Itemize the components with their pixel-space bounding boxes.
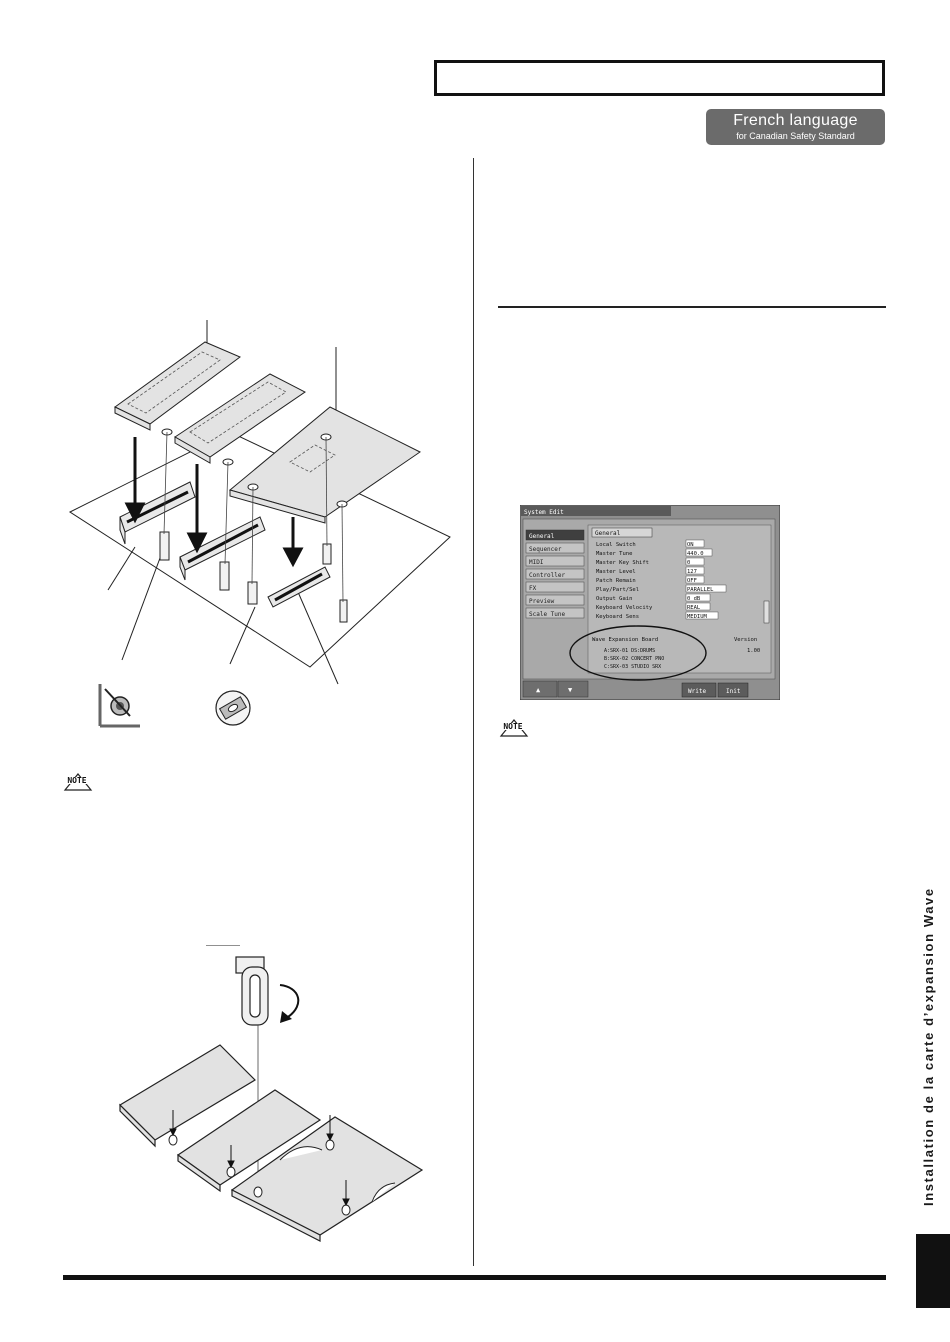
board-slot: B:SRX-02 CONCERT PNO: [604, 656, 664, 662]
svg-text:NOTE: NOTE: [67, 776, 86, 785]
screen-menu: General Sequencer MIDI Controller FX Pre…: [525, 529, 585, 619]
menu-label: MIDI: [529, 559, 544, 566]
version-value: 1.00: [747, 648, 760, 654]
param-value: 0: [687, 560, 690, 566]
param-field[interactable]: [685, 566, 705, 575]
param-value: 440.0: [687, 551, 704, 557]
tab-up-button[interactable]: [522, 680, 558, 698]
param-list: Local Switch ON Master Tune 440.0 Master…: [596, 539, 727, 620]
button-label: Init: [726, 688, 741, 695]
side-tab-text: Installation de la carte d’expansion Wav…: [921, 887, 936, 1206]
param-field[interactable]: [685, 539, 705, 548]
version-label: Version: [734, 637, 757, 643]
menu-label: Scale Tune: [529, 611, 566, 618]
menu-item-general[interactable]: [525, 529, 585, 541]
board-holder-figure: [119, 945, 424, 1242]
board-installation-figure: [68, 320, 451, 728]
button-label: ▼: [568, 686, 573, 694]
system-edit-screen: System Edit General Sequencer MIDI Contr…: [520, 505, 780, 700]
param-value: REAL: [687, 605, 701, 611]
menu-item-midi[interactable]: [525, 555, 585, 567]
param-label: Local Switch: [596, 542, 636, 548]
param-field[interactable]: [685, 602, 711, 611]
section-rule: [498, 306, 886, 308]
menu-label: FX: [529, 585, 537, 592]
note-icon: NOTE: [63, 773, 93, 791]
language-subtitle: for Canadian Safety Standard: [736, 131, 855, 141]
param-value: 0 dB: [687, 596, 701, 602]
param-field[interactable]: [685, 548, 713, 557]
side-tab-marker: [916, 1234, 950, 1308]
panel-title: General: [595, 530, 621, 537]
param-field[interactable]: [685, 611, 719, 620]
param-label: Master Key Shift: [596, 560, 649, 566]
menu-label: Controller: [529, 572, 566, 579]
param-label: Output Gain: [596, 596, 632, 602]
param-field[interactable]: [685, 593, 711, 602]
language-title: French language: [733, 112, 858, 129]
highlight-ellipse: [569, 625, 707, 681]
param-field[interactable]: [685, 575, 705, 584]
column-divider: [473, 158, 474, 1266]
menu-item-scale-tune[interactable]: [525, 607, 585, 619]
board-title: Wave Expansion Board: [592, 637, 658, 643]
param-value: OFF: [687, 578, 697, 584]
write-button[interactable]: [681, 682, 717, 698]
menu-label: General: [529, 533, 555, 540]
param-value: ON: [687, 542, 694, 548]
param-label: Master Level: [596, 569, 636, 575]
language-badge: French language for Canadian Safety Stan…: [706, 109, 885, 145]
menu-label: Sequencer: [529, 546, 562, 553]
menu-item-controller[interactable]: [525, 568, 585, 580]
param-label: Patch Remain: [596, 578, 636, 584]
tab-down-button[interactable]: [557, 680, 589, 698]
menu-item-sequencer[interactable]: [525, 542, 585, 554]
chapter-header-box: [434, 60, 885, 96]
scrollbar[interactable]: [763, 600, 770, 624]
note-icon: NOTE: [499, 719, 529, 737]
param-label: Master Tune: [596, 551, 632, 557]
button-label: ▲: [536, 686, 541, 694]
param-value: PARALLEL: [687, 587, 714, 593]
board-slot: A:SRX-01 DS:DRUMS: [604, 648, 655, 654]
screen-title: System Edit: [524, 509, 564, 516]
param-field[interactable]: [685, 557, 705, 566]
button-label: Write: [688, 688, 706, 695]
menu-item-fx[interactable]: [525, 581, 585, 593]
board-slot: C:SRX-03 STUDIO SRX: [604, 664, 661, 670]
param-label: Play/Part/Sel: [596, 587, 639, 593]
init-button[interactable]: [717, 682, 749, 698]
param-value: 127: [687, 569, 697, 575]
footer-rule: [63, 1275, 886, 1280]
param-label: Keyboard Velocity: [596, 605, 653, 611]
param-field[interactable]: [685, 584, 727, 593]
param-value: MEDIUM: [687, 614, 708, 620]
menu-item-preview[interactable]: [525, 594, 585, 606]
param-label: Keyboard Sens: [596, 614, 639, 620]
menu-label: Preview: [529, 598, 555, 605]
svg-text:NOTE: NOTE: [503, 722, 522, 731]
